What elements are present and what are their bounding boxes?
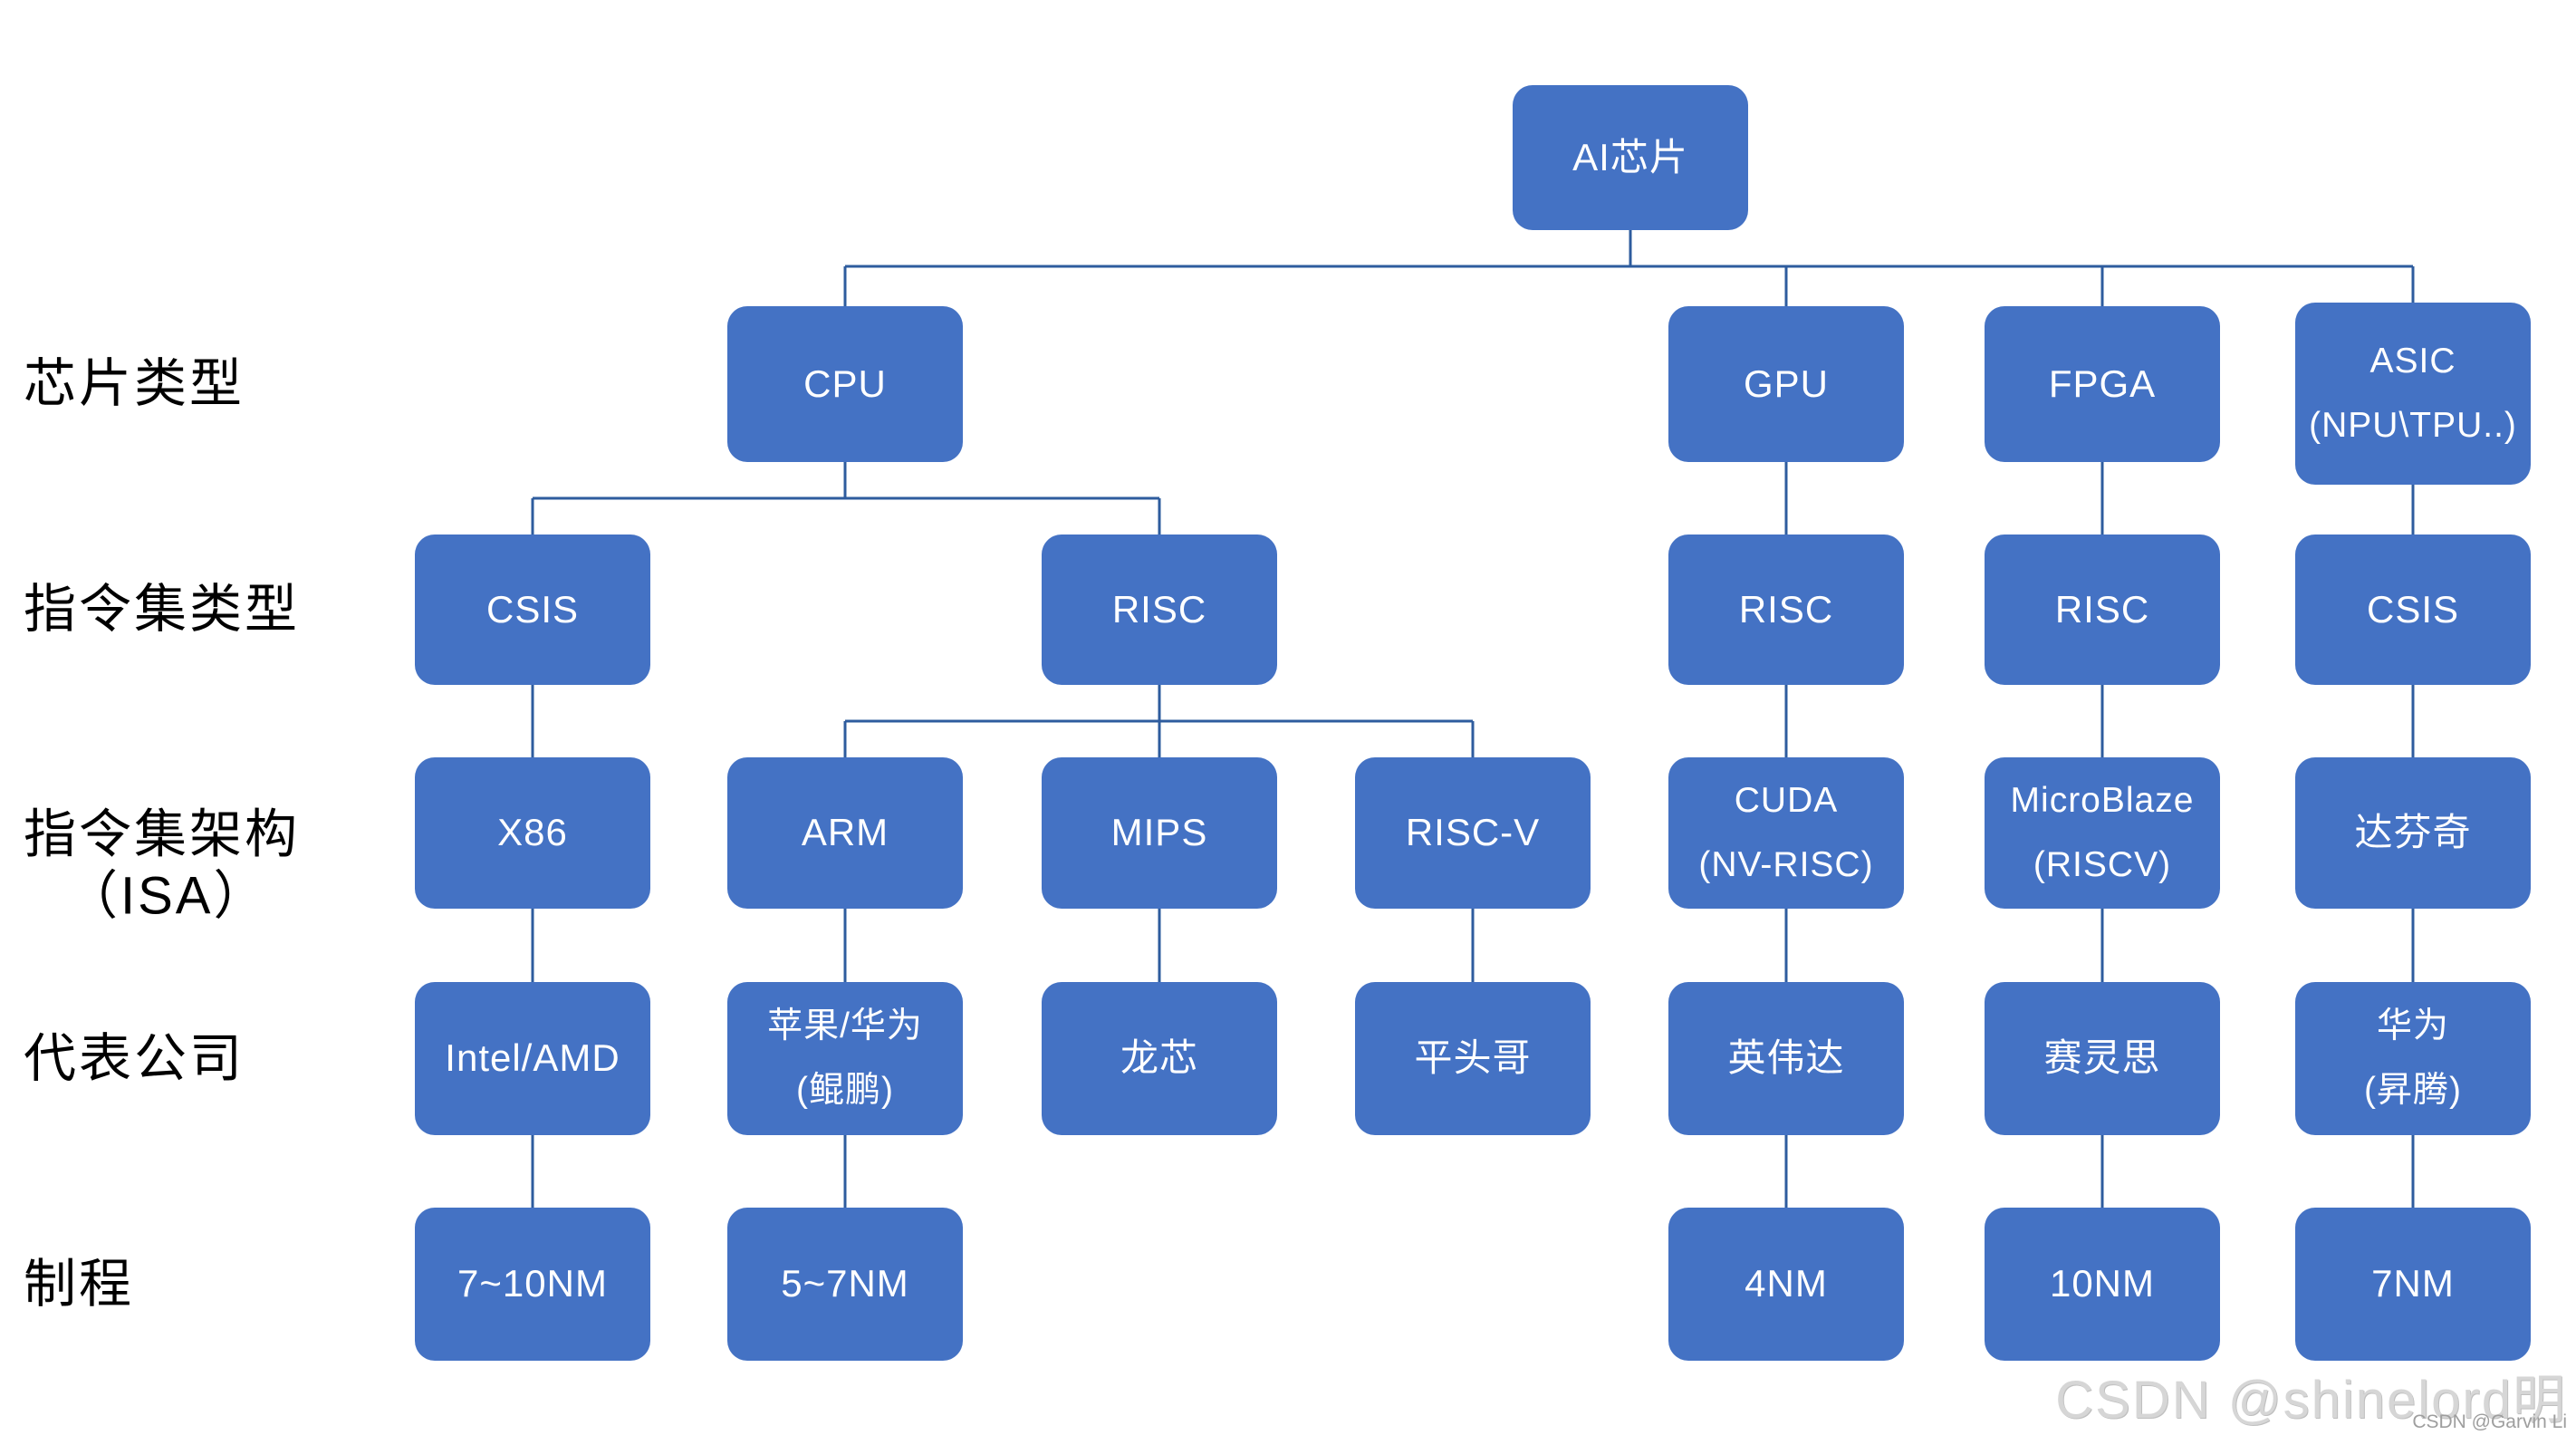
node-x86: X86	[415, 757, 650, 909]
row-label-line: 制程	[24, 1254, 135, 1314]
node-label: (昇腾)	[2364, 1070, 2462, 1110]
node-label: X86	[497, 811, 568, 854]
node-label: 4NM	[1745, 1262, 1828, 1305]
node-label: CUDA	[1734, 781, 1839, 821]
node-cpu: CPU	[727, 306, 963, 462]
node-label: ASIC	[2369, 342, 2456, 381]
node-label: CSIS	[485, 587, 580, 631]
node-label: 10NM	[2049, 1262, 2156, 1305]
node-risc-v: RISC-V	[1355, 757, 1591, 909]
row-label-instruction-set-type: 指令集类型	[24, 579, 300, 640]
node-label: GPU	[1743, 361, 1829, 405]
node-nm-4: 4NM	[1668, 1208, 1904, 1361]
node-label: ARM	[801, 811, 889, 854]
node-label: 平头哥	[1414, 1036, 1532, 1080]
node-label: 苹果/华为	[767, 1006, 923, 1046]
node-label: 7~10NM	[457, 1262, 608, 1305]
node-label: Intel/AMD	[445, 1036, 620, 1080]
row-label-line: 芯片类型	[24, 353, 245, 413]
node-cuda: CUDA (NV-RISC)	[1668, 757, 1904, 909]
row-label-line: 代表公司	[24, 1028, 245, 1088]
node-label: FPGA	[2048, 361, 2157, 405]
node-label: 达芬奇	[2354, 811, 2472, 854]
node-mips: MIPS	[1042, 757, 1277, 909]
node-label: 龙芯	[1120, 1036, 1198, 1080]
node-gpu: GPU	[1668, 306, 1904, 462]
node-apple-huawei: 苹果/华为 (鲲鹏)	[727, 982, 963, 1135]
node-microblaze: MicroBlaze (RISCV)	[1985, 757, 2220, 909]
node-label: RISC-V	[1405, 811, 1541, 854]
node-label: CSIS	[2366, 587, 2460, 631]
node-label: 英伟达	[1727, 1036, 1845, 1080]
node-label: 赛灵思	[2043, 1036, 2161, 1080]
node-label: CPU	[803, 361, 887, 405]
watermark-small: CSDN @Garvin Li	[2412, 1411, 2567, 1432]
node-asic: ASIC (NPU\TPU..)	[2295, 303, 2531, 485]
node-label: MicroBlaze	[2010, 781, 2195, 821]
node-pingtouge: 平头哥	[1355, 982, 1591, 1135]
row-label-chip-type: 芯片类型	[24, 353, 245, 415]
node-label: (NPU\TPU..)	[2309, 405, 2517, 445]
node-label: MIPS	[1110, 811, 1208, 854]
node-label: 7NM	[2371, 1262, 2455, 1305]
node-nm-10: 10NM	[1985, 1208, 2220, 1361]
row-label-isa: 指令集架构（ISA）	[24, 804, 300, 928]
row-label-line: 指令集架构	[24, 804, 301, 864]
node-arm: ARM	[727, 757, 963, 909]
node-nm-5-7: 5~7NM	[727, 1208, 963, 1361]
row-label-process: 制程	[24, 1253, 134, 1315]
node-label: AI芯片	[1572, 135, 1688, 178]
node-csis-cpu: CSIS	[415, 535, 650, 685]
row-label-line: 指令集类型	[24, 579, 301, 639]
node-label: 5~7NM	[781, 1262, 909, 1305]
node-xilinx: 赛灵思	[1985, 982, 2220, 1135]
node-label: RISC	[2054, 587, 2150, 631]
watermark-large: CSDN @shinelord明	[2055, 1371, 2567, 1430]
node-loongson: 龙芯	[1042, 982, 1277, 1135]
node-label: (鲲鹏)	[796, 1070, 894, 1110]
node-label: (RISCV)	[2033, 844, 2172, 884]
node-label: 华为	[2376, 1006, 2449, 1046]
node-nvidia: 英伟达	[1668, 982, 1904, 1135]
node-nm-7: 7NM	[2295, 1208, 2531, 1361]
node-label: RISC	[1738, 587, 1834, 631]
node-huawei-ascend: 华为 (昇腾)	[2295, 982, 2531, 1135]
node-risc-cpu: RISC	[1042, 535, 1277, 685]
node-label: (NV-RISC)	[1698, 844, 1874, 884]
node-ai-chip: AI芯片	[1513, 85, 1748, 230]
row-label-company: 代表公司	[24, 1027, 245, 1089]
node-risc-fpga: RISC	[1985, 535, 2220, 685]
node-csis-asic: CSIS	[2295, 535, 2531, 685]
node-label: RISC	[1111, 587, 1207, 631]
node-davinci: 达芬奇	[2295, 757, 2531, 909]
node-intel-amd: Intel/AMD	[415, 982, 650, 1135]
node-risc-gpu: RISC	[1668, 535, 1904, 685]
node-fpga: FPGA	[1985, 306, 2220, 462]
row-label-line: （ISA）	[65, 866, 269, 926]
node-nm-7-10: 7~10NM	[415, 1208, 650, 1361]
